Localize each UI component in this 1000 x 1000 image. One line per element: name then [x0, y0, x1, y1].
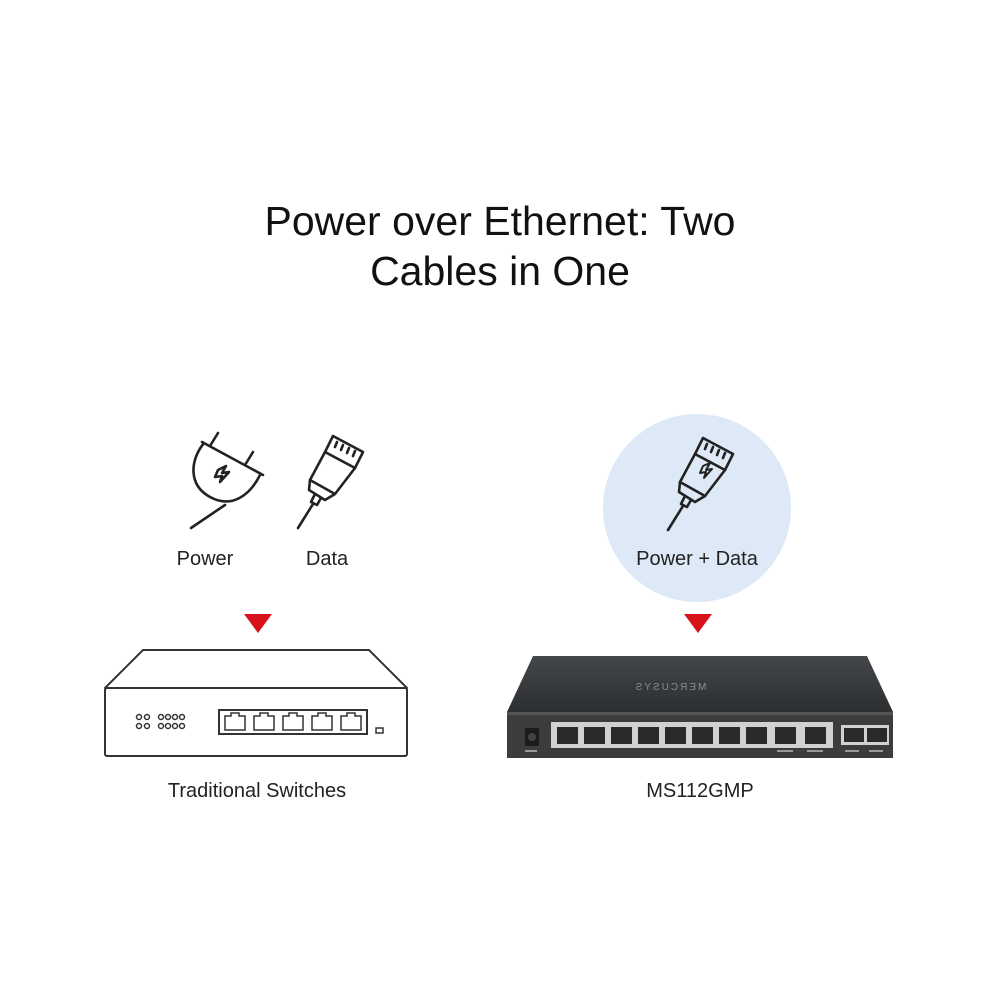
title-line-2: Cables in One [370, 248, 630, 294]
traditional-switches-label: Traditional Switches [167, 780, 347, 802]
power-plug-icon [189, 431, 265, 530]
power-data-label: Power + Data [636, 548, 758, 570]
power-label: Power [176, 548, 234, 570]
arrow-down-icon [684, 614, 712, 633]
arrow-down-icon [244, 614, 272, 633]
ms112gmp-label: MS112GMP [646, 780, 754, 802]
title-line-1: Power over Ethernet: Two [264, 198, 736, 244]
page-title: Power over Ethernet: Two Cables in One [0, 196, 1000, 296]
ethernet-plug-icon [296, 434, 365, 530]
switch-outline-icon [104, 649, 408, 757]
brand-logo: MERCUSYS [634, 682, 707, 693]
switch-photo: MERCUSYS [507, 656, 893, 758]
data-label: Data [305, 548, 349, 570]
poe-ethernet-plug-icon [666, 436, 735, 532]
highlight-circle [603, 414, 791, 602]
